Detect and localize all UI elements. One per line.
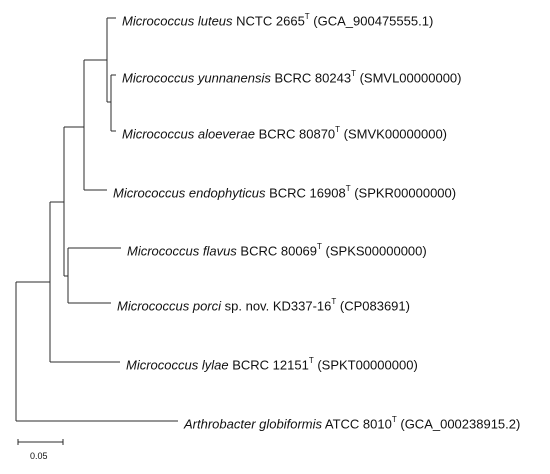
- leaf-label-endophyticus: Micrococcus endophyticus BCRC 16908T (SP…: [113, 184, 457, 201]
- leaf-label-aloeverae: Micrococcus aloeverae BCRC 80870T (SMVK0…: [122, 125, 448, 142]
- leaf-label-yunnanensis: Micrococcus yunnanensis BCRC 80243T (SMV…: [122, 69, 462, 86]
- leaf-label-flavus: Micrococcus flavus BCRC 80069T (SPKS0000…: [127, 242, 427, 259]
- leaf-label-luteus: Micrococcus luteus NCTC 2665T (GCA_90047…: [122, 12, 434, 29]
- leaf-label-lylae: Micrococcus lylae BCRC 12151T (SPKT00000…: [126, 356, 418, 373]
- scale-bar-label: 0.05: [30, 451, 48, 461]
- leaf-label-globiformis: Arthrobacter globiformis ATCC 8010T (GCA…: [184, 415, 521, 432]
- leaf-label-porci: Micrococcus porci sp. nov. KD337-16T (CP…: [117, 297, 410, 314]
